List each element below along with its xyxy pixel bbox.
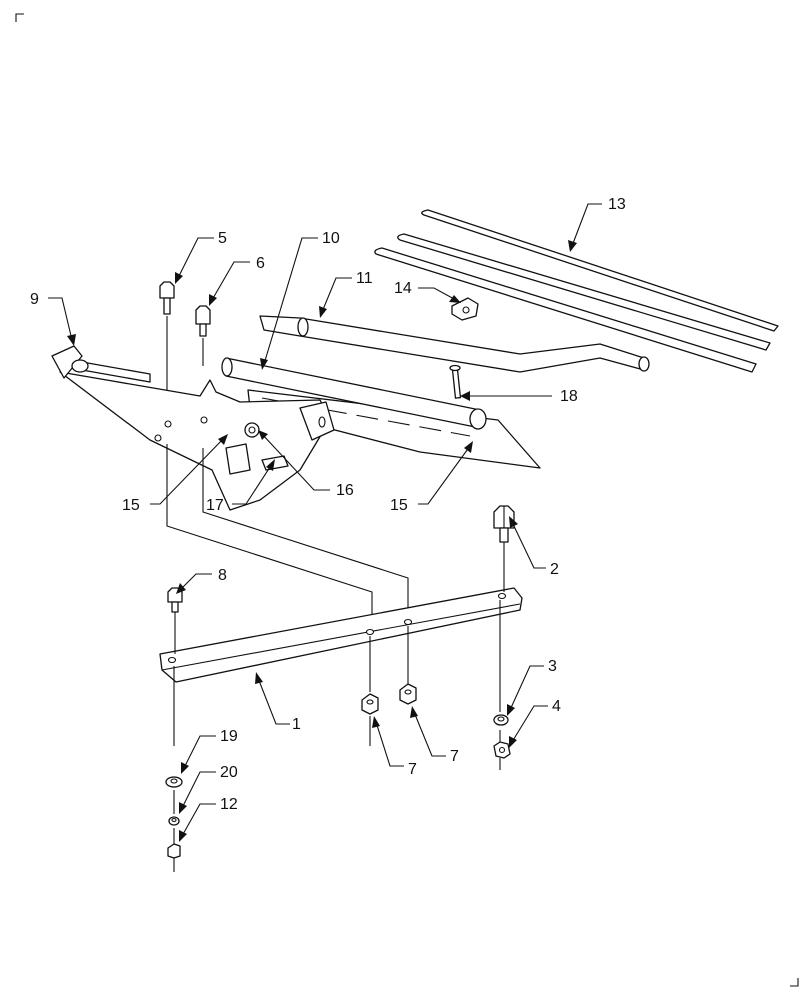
corner-mark-top-left xyxy=(15,13,24,22)
callout-13: 13 xyxy=(608,196,626,213)
leader-lines xyxy=(48,203,602,842)
part-12-nut xyxy=(167,843,181,859)
callout-labels: 13 5 6 10 11 14 9 18 15 15 16 17 2 8 1 3… xyxy=(30,196,626,813)
callout-19: 19 xyxy=(220,728,238,745)
callout-9: 9 xyxy=(30,291,39,308)
part-2-bolt xyxy=(493,505,515,543)
corner-mark-bottom-right xyxy=(790,978,799,987)
callout-6: 6 xyxy=(256,255,265,272)
callout-4: 4 xyxy=(552,698,561,715)
part-13-wire-rods xyxy=(374,209,779,373)
callout-2: 2 xyxy=(550,561,559,578)
callout-5: 5 xyxy=(218,230,227,247)
callout-10: 10 xyxy=(322,230,340,247)
part-20-lock-washer xyxy=(168,816,180,826)
part-14-clamp xyxy=(451,297,479,321)
callout-15-left: 15 xyxy=(122,497,140,514)
callout-7-left: 7 xyxy=(408,761,417,778)
callout-3: 3 xyxy=(548,658,557,675)
callout-16: 16 xyxy=(336,482,354,499)
part-4-nut xyxy=(493,741,511,759)
callout-8: 8 xyxy=(218,567,227,584)
part-19-washer xyxy=(165,776,183,788)
callout-14: 14 xyxy=(394,280,412,297)
callout-17: 17 xyxy=(206,497,224,514)
part-3-washer xyxy=(493,714,509,726)
part-1-base-bar xyxy=(159,587,523,683)
callout-15-right: 15 xyxy=(390,497,408,514)
part-11-bent-bar xyxy=(259,315,650,373)
part-7-nut-a xyxy=(361,693,379,715)
callout-11: 11 xyxy=(356,270,373,287)
callout-12: 12 xyxy=(220,796,238,813)
callout-20: 20 xyxy=(220,764,238,781)
part-18-pin xyxy=(449,364,462,399)
part-6-bolt xyxy=(195,305,211,337)
part-7-nut-b xyxy=(399,683,417,705)
part-5-bolt xyxy=(159,281,175,315)
callout-18: 18 xyxy=(560,388,578,405)
part-9-arm-bracket xyxy=(51,345,335,511)
callout-1: 1 xyxy=(292,716,301,733)
callout-7-right: 7 xyxy=(450,748,459,765)
